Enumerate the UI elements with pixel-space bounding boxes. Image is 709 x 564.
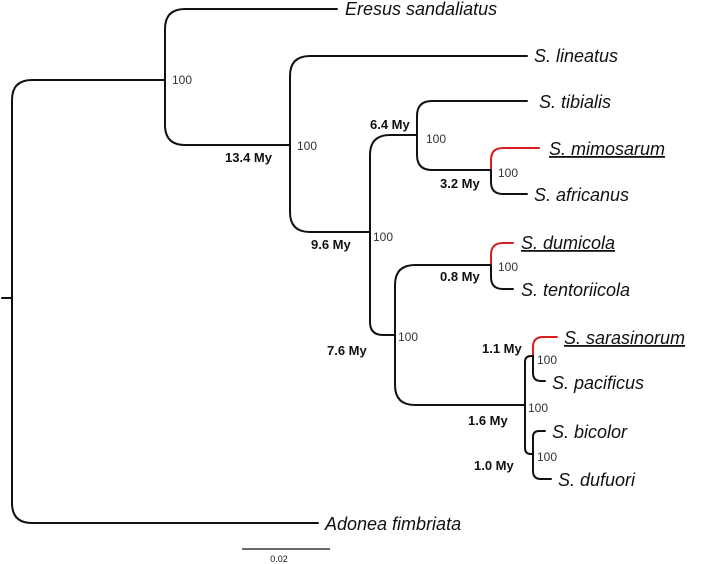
branch-sarasinorum-pacificus-stem — [524, 355, 534, 406]
tip-s-pacificus: S. pacificus — [552, 373, 644, 393]
support-sarasinorum-pacificus: 100 — [537, 353, 557, 367]
tip-s-africanus: S. africanus — [534, 185, 629, 205]
branch-asian-group-stem — [394, 334, 526, 406]
age-southern-group: 7.6 My — [327, 343, 368, 358]
tip-s-lineatus: S. lineatus — [534, 46, 618, 66]
tip-s-dumicola: S. dumicola — [521, 233, 615, 253]
tip-s-mimosarum: S. mimosarum — [549, 139, 665, 159]
support-stegodyphus: 100 — [297, 139, 317, 153]
branch-dufuori — [532, 453, 552, 480]
support-mimosarum-africanus: 100 — [498, 166, 518, 180]
age-bicolor-dufuori: 1.0 My — [474, 458, 515, 473]
root-node — [11, 79, 166, 299]
tip-s-bicolor: S. bicolor — [552, 422, 628, 442]
branch-eresus — [164, 8, 338, 81]
branch-pacificus — [532, 355, 546, 382]
tip-adonea-fimbriata: Adonea fimbriata — [324, 514, 461, 534]
branch-mimosarum-africanus-stem — [416, 134, 492, 171]
support-asian-group: 100 — [528, 401, 548, 415]
branch-stegodyphus-stem — [164, 79, 291, 146]
scale-bar-label: 0.02 — [270, 554, 288, 564]
tip-s-sarasinorum: S. sarasinorum — [564, 328, 685, 348]
branch-rest-stem — [289, 144, 371, 233]
support-eresus-stegodyphus: 100 — [172, 73, 192, 87]
branch-mimosarum — [490, 147, 540, 171]
branch-africanus — [490, 169, 528, 195]
branch-southern-group-stem — [369, 231, 396, 336]
branch-tibialis-group-stem — [369, 134, 418, 233]
branch-lineatus — [289, 55, 528, 146]
branch-tibialis — [416, 100, 528, 136]
support-dumicola-tentoriicola: 100 — [498, 260, 518, 274]
support-tibialis-group: 100 — [426, 132, 446, 146]
tip-eresus-sandaliatus: Eresus sandaliatus — [345, 0, 497, 19]
age-mimosarum-africanus: 3.2 My — [440, 176, 481, 191]
age-stegodyphus: 13.4 My — [225, 150, 273, 165]
age-asian-group: 1.6 My — [468, 413, 509, 428]
support-southern-group: 100 — [398, 330, 418, 344]
branch-sarasinorum — [532, 336, 558, 357]
branch-tentoriicola — [490, 264, 514, 290]
support-bicolor-dufuori: 100 — [537, 450, 557, 464]
branch-adonea — [11, 297, 319, 524]
age-tibialis-group: 6.4 My — [370, 117, 411, 132]
age-sarasinorum-pacificus: 1.1 My — [482, 341, 523, 356]
support-lineatus-sister: 100 — [373, 230, 393, 244]
tip-s-tibialis: S. tibialis — [539, 92, 611, 112]
branch-dumicola-group-stem — [394, 264, 492, 336]
age-lineatus-sister: 9.6 My — [311, 237, 352, 252]
age-dumicola-tentoriicola: 0.8 My — [440, 269, 481, 284]
branch-bicolor — [532, 430, 546, 455]
branch-dumicola — [490, 242, 514, 266]
tip-s-tentoriicola: S. tentoriicola — [521, 280, 630, 300]
branch-bicolor-dufuori-stem — [524, 404, 534, 455]
tip-s-dufuori: S. dufuori — [558, 470, 636, 490]
